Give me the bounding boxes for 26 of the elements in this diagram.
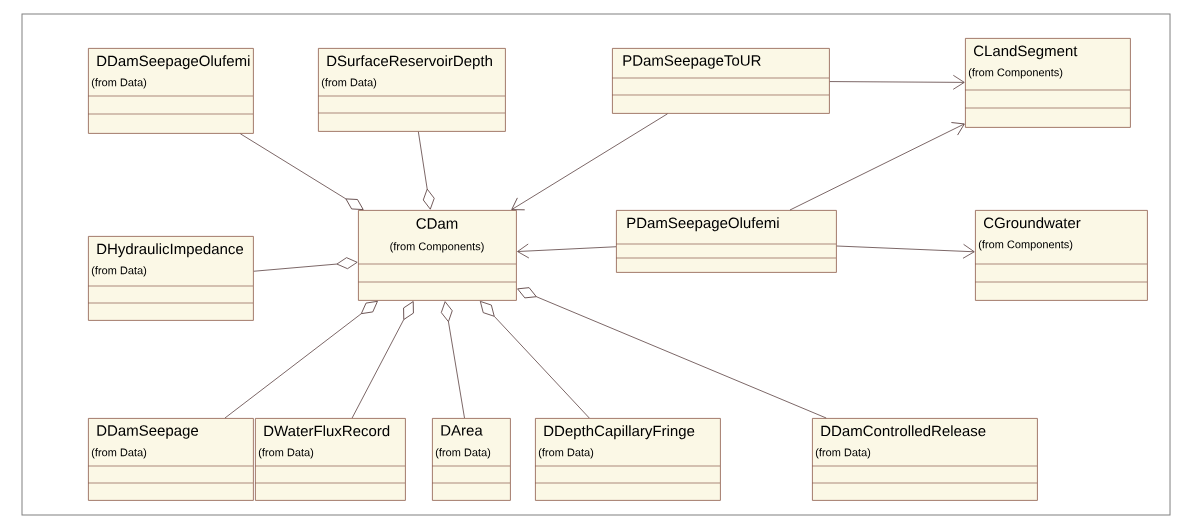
class-box: PDamSeepageOlufemi [615, 210, 837, 273]
class-box: DDamSeepageOlufemi (from Data) [87, 48, 254, 134]
arrow [517, 243, 617, 259]
aggregation-connector [517, 287, 827, 419]
aggregation-connector [253, 257, 358, 272]
arrow [836, 243, 975, 259]
class-box: DDepthCapillaryFringe (from Data) [534, 418, 721, 501]
class-box: DDamSeepage (from Data) [87, 418, 254, 501]
class-box: DDamControlledRelease (from Data) [811, 418, 1038, 501]
arrow [511, 113, 668, 211]
class-box: DArea (from Data) [431, 418, 511, 501]
class-box: PDamSeepageToUR [611, 48, 830, 114]
arrow [789, 122, 965, 211]
aggregation-connector [240, 133, 364, 210]
class-box: DSurfaceReservoirDepth (from Data) [317, 48, 506, 132]
aggregation-connector [351, 301, 414, 419]
class-box: DWaterFluxRecord (from Data) [254, 418, 406, 501]
class-box: CGroundwater (from Components) [974, 210, 1148, 301]
aggregation-connector [224, 300, 378, 419]
aggregation-connector [479, 301, 590, 419]
class-box: DHydraulicImpedance (from Data) [87, 236, 254, 321]
class-box: CLandSegment (from Components) [964, 38, 1131, 128]
arrow [829, 74, 965, 90]
class-box: CDam (from Components) [357, 210, 517, 301]
aggregation-connector [417, 131, 435, 210]
aggregation-connector [440, 301, 465, 419]
